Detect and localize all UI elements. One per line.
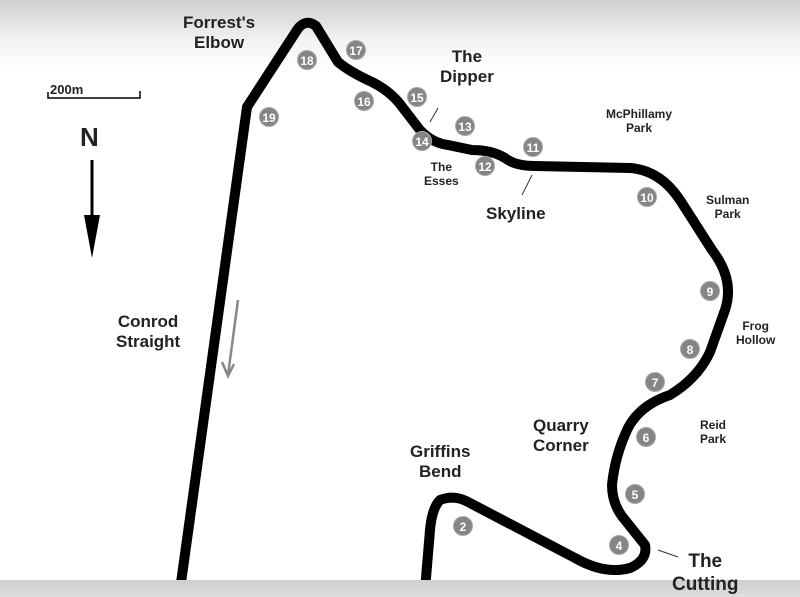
track-map (47, 17, 733, 580)
corner-marker-12: 12 (475, 156, 495, 176)
direction-arrow (220, 299, 240, 379)
corner-marker-4: 4 (609, 535, 629, 555)
compass-north: N (80, 122, 99, 152)
scale-bar (47, 91, 141, 99)
corner-marker-8: 8 (680, 339, 700, 359)
corner-marker-13: 13 (455, 116, 475, 136)
corner-marker-7: 7 (645, 372, 665, 392)
corner-marker-5: 5 (625, 484, 645, 504)
corner-marker-6: 6 (636, 427, 656, 447)
cutting-leader (657, 549, 679, 558)
corner-marker-16: 16 (354, 91, 374, 111)
track-line (176, 17, 733, 580)
corner-marker-18: 18 (297, 50, 317, 70)
corner-marker-11: 11 (523, 137, 543, 157)
corner-marker-17: 17 (346, 40, 366, 60)
corner-marker-14: 14 (412, 131, 432, 151)
corner-marker-15: 15 (407, 87, 427, 107)
compass-arrowhead (84, 215, 100, 258)
corner-marker-2: 2 (453, 516, 473, 536)
skyline-leader (521, 174, 533, 196)
corner-marker-9: 9 (700, 281, 720, 301)
corner-marker-10: 10 (637, 187, 657, 207)
dipper-leader (429, 107, 439, 123)
corner-marker-19: 19 (259, 107, 279, 127)
label-skyline: Skyline (486, 204, 546, 223)
scale-label: 200m (50, 82, 84, 97)
